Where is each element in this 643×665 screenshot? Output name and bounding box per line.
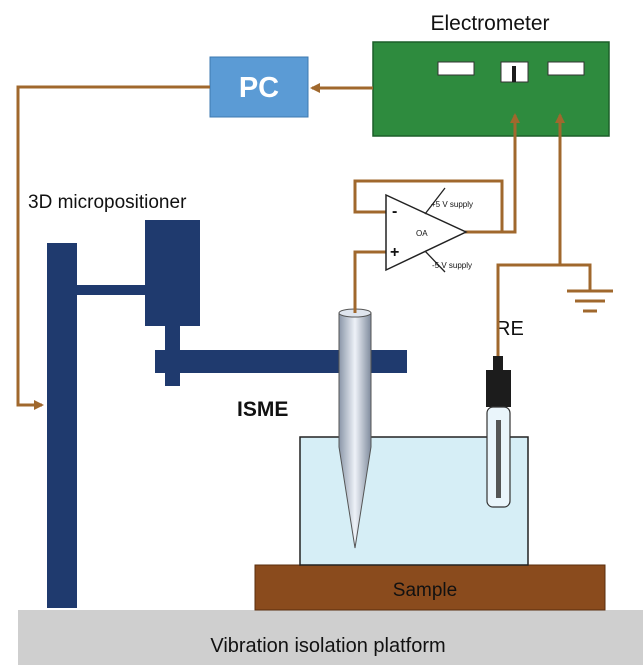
op-amp-supply-plus-line bbox=[424, 187, 446, 215]
electrometer-display-switch bbox=[512, 66, 516, 82]
wire-pc-to-stand bbox=[16, 85, 210, 410]
sample-block bbox=[254, 564, 606, 611]
wire-oa-feedback bbox=[353, 179, 504, 232]
platform-label: Vibration isolation platform bbox=[210, 635, 445, 657]
isme-label: ISME bbox=[237, 398, 288, 421]
micropositioner-motor bbox=[145, 220, 200, 326]
op-amp-supply-minus-line bbox=[424, 250, 446, 273]
vibration-platform bbox=[18, 610, 643, 665]
sample-label: Sample bbox=[393, 580, 457, 601]
re-element bbox=[496, 420, 501, 498]
op-amp-label: OA bbox=[416, 229, 428, 238]
stand-column bbox=[47, 243, 77, 608]
re-label: RE bbox=[496, 318, 524, 340]
electrometer-label: Electrometer bbox=[430, 12, 549, 35]
op-amp-plus-sign: + bbox=[390, 244, 399, 261]
electrometer-display-left bbox=[437, 61, 475, 76]
stand-arm bbox=[77, 285, 145, 295]
ground-icon bbox=[567, 289, 613, 313]
re-neck bbox=[493, 356, 503, 372]
op-amp-minus-sign: - bbox=[392, 203, 397, 220]
pc-label: PC bbox=[239, 72, 279, 104]
supply-plus-label: +5 V supply bbox=[431, 200, 473, 209]
micropositioner-label: 3D micropositioner bbox=[28, 192, 187, 213]
pc-box bbox=[209, 56, 309, 118]
wire-oa-to-electrometer bbox=[465, 113, 520, 234]
electrometer-display-right bbox=[547, 61, 585, 76]
electrometer-box bbox=[372, 41, 610, 137]
wire-re-to-ground bbox=[496, 263, 592, 356]
wire-isme-to-oa bbox=[353, 250, 386, 313]
re-cap bbox=[486, 370, 511, 407]
supply-minus-label: -5 V supply bbox=[432, 261, 472, 270]
